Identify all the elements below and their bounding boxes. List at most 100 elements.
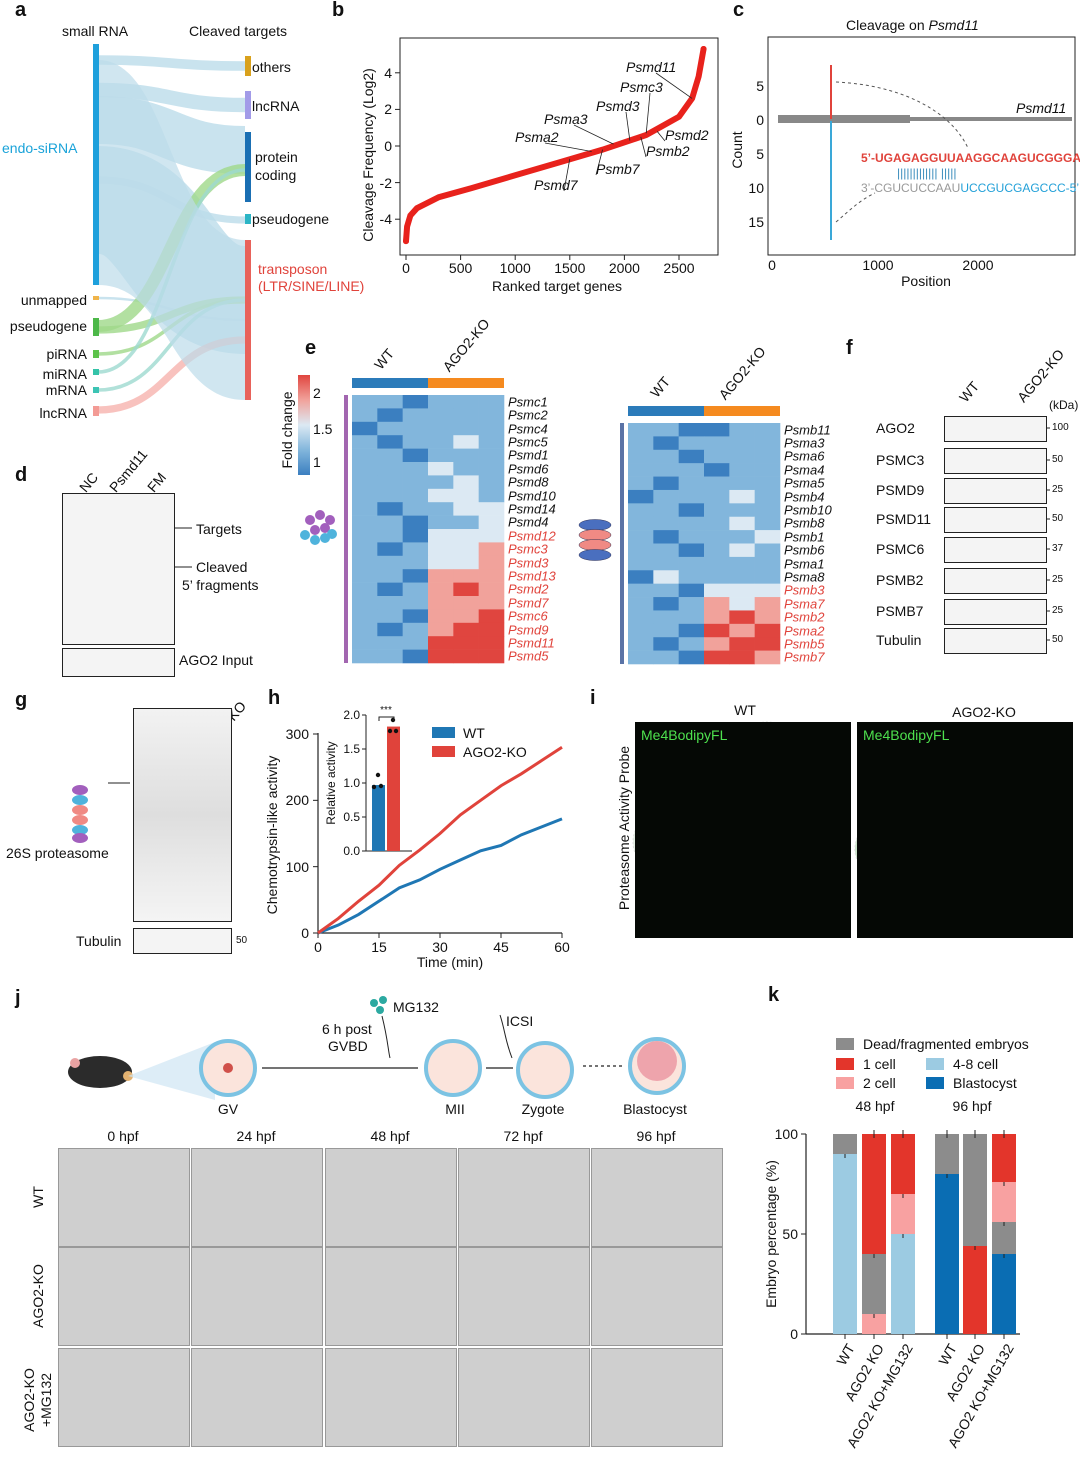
mg132-icon [370,999,378,1007]
heatmap-cell [729,623,755,638]
heatmap-cell [628,436,654,451]
x-tick-label: 45 [493,939,509,955]
x-tick-label: 2000 [608,260,640,276]
heatmap-cell [678,463,705,477]
significance-bracket [378,716,395,721]
heatmap-cell [352,462,378,476]
inset-bar-ago2-ko [387,726,400,851]
source-label: piRNA [46,346,87,362]
stacked-bar-segment [833,1134,857,1154]
heatmap-cell [729,570,755,584]
sankey-node-piRNA [93,350,99,358]
heatmap-cell [729,476,755,491]
stacked-bar-segment [891,1234,915,1334]
embryo-photo [325,1148,457,1247]
heatmap-cell [428,649,454,664]
stacked-bar-segment [833,1154,857,1334]
y-tick-label: 0 [790,1326,798,1342]
heatmap-cell [453,555,479,570]
inset-data-point [375,772,381,778]
time-label: 0 hpf [107,1128,139,1144]
heatmap-cell [428,448,454,463]
heatmap-cell [678,637,705,651]
x-tick-label: 500 [448,260,473,276]
protein-label: PSMC6 [876,541,925,557]
stage-label: MII [445,1101,465,1117]
gene-label-Psmc3: Psmc3 [508,541,548,557]
heatmap-cell [352,435,378,449]
heatmap-cell [402,421,429,436]
heatmap-cell [678,583,705,598]
series-line-AGO2-KO [317,746,563,935]
sequence-target: 3’-CGUCUCCAAUUCCGUCGAGCCC-5’ [861,181,1080,195]
heatmap-cell [453,395,479,409]
stacked-bar-segment [862,1254,886,1314]
heatmap-cell [628,637,654,651]
title-gene: Psmd11 [928,17,979,33]
protein-label: PSMD9 [876,482,925,498]
legend-swatch-AGO2-KO [432,746,455,757]
gene-label-Psma4: Psma4 [784,462,825,478]
gene-label-Psma1: Psma1 [784,556,825,572]
target-label-lncrna: lncRNA [252,98,300,114]
protein-label: PSMD11 [876,511,931,527]
heatmap-cell [453,542,479,557]
heatmap-cell [478,475,505,490]
source-label: mRNA [45,382,87,398]
gene-label-Psmc4: Psmc4 [508,421,548,436]
group-label-96hpf: 96 hpf [952,1098,992,1114]
label-gvbd: GVBD [328,1038,368,1054]
protein-label: PSMB7 [876,603,924,619]
gene-label-Psmb11: Psmb11 [784,422,831,438]
heatmap-cell [704,650,730,665]
blot-f-PSMC3 [944,448,1047,474]
gv-nucleus [223,1063,233,1073]
gene-label-Psmd4: Psmd4 [508,514,549,530]
heatmap-cell [377,542,403,557]
row-label-wt: WT [30,1186,46,1208]
y-tick-label: 10 [748,180,764,196]
heatmap-cell [352,649,378,664]
heatmap-cell [729,489,755,504]
label-6h-post: 6 h post [322,1021,372,1037]
heatmap-cell [377,569,403,583]
stacked-bar-segment [891,1134,915,1194]
heatmap-cell [453,529,479,543]
y-tick-label: 5 [756,146,764,162]
gene-label-Psmb6: Psmb6 [784,542,825,558]
heatmap-cell [628,570,654,584]
blot-f-PSMC6 [944,537,1047,563]
heatmap-cell [453,596,479,610]
heatmap-cell [377,529,403,543]
panel-label-i: i [590,687,596,709]
heatmap-cell [478,596,505,610]
heatmap-cell [352,609,378,624]
series-line-WT [317,817,563,935]
panel-label-k: k [768,984,780,1006]
sankey-node-target [245,214,251,224]
group-bar-ago2-ko [428,378,504,388]
y-tick-label: 300 [285,726,309,742]
gene-label-Psmc1: Psmc1 [508,394,548,410]
group-bar-ago2-ko [704,406,780,416]
panel-label-g: g [15,689,28,711]
label-5-fragments: 5’ fragments [182,577,259,593]
stacked-bar-segment [935,1174,959,1334]
annotation-line [645,92,651,134]
chart-title-c: Cleavage on Psmd11 [846,17,979,33]
gene-label-Psma7: Psma7 [784,596,825,612]
arrow [381,1015,391,1059]
20s-proteasome-icon [578,539,612,551]
annotation-line [655,72,693,99]
annotation-label: Psmd3 [596,98,640,114]
proteasome-icon [315,510,325,520]
heatmap-cell [352,582,378,597]
heatmap-cell [478,502,505,516]
annotation-line [640,136,647,158]
heatmap-cell [653,516,679,531]
heatmap-cell [377,596,403,610]
x-tick-label: 60 [554,939,570,955]
blot-g-tubulin [133,928,232,954]
gene-label-Psmd12: Psmd12 [508,528,556,544]
stacked-bar-segment [935,1134,959,1174]
